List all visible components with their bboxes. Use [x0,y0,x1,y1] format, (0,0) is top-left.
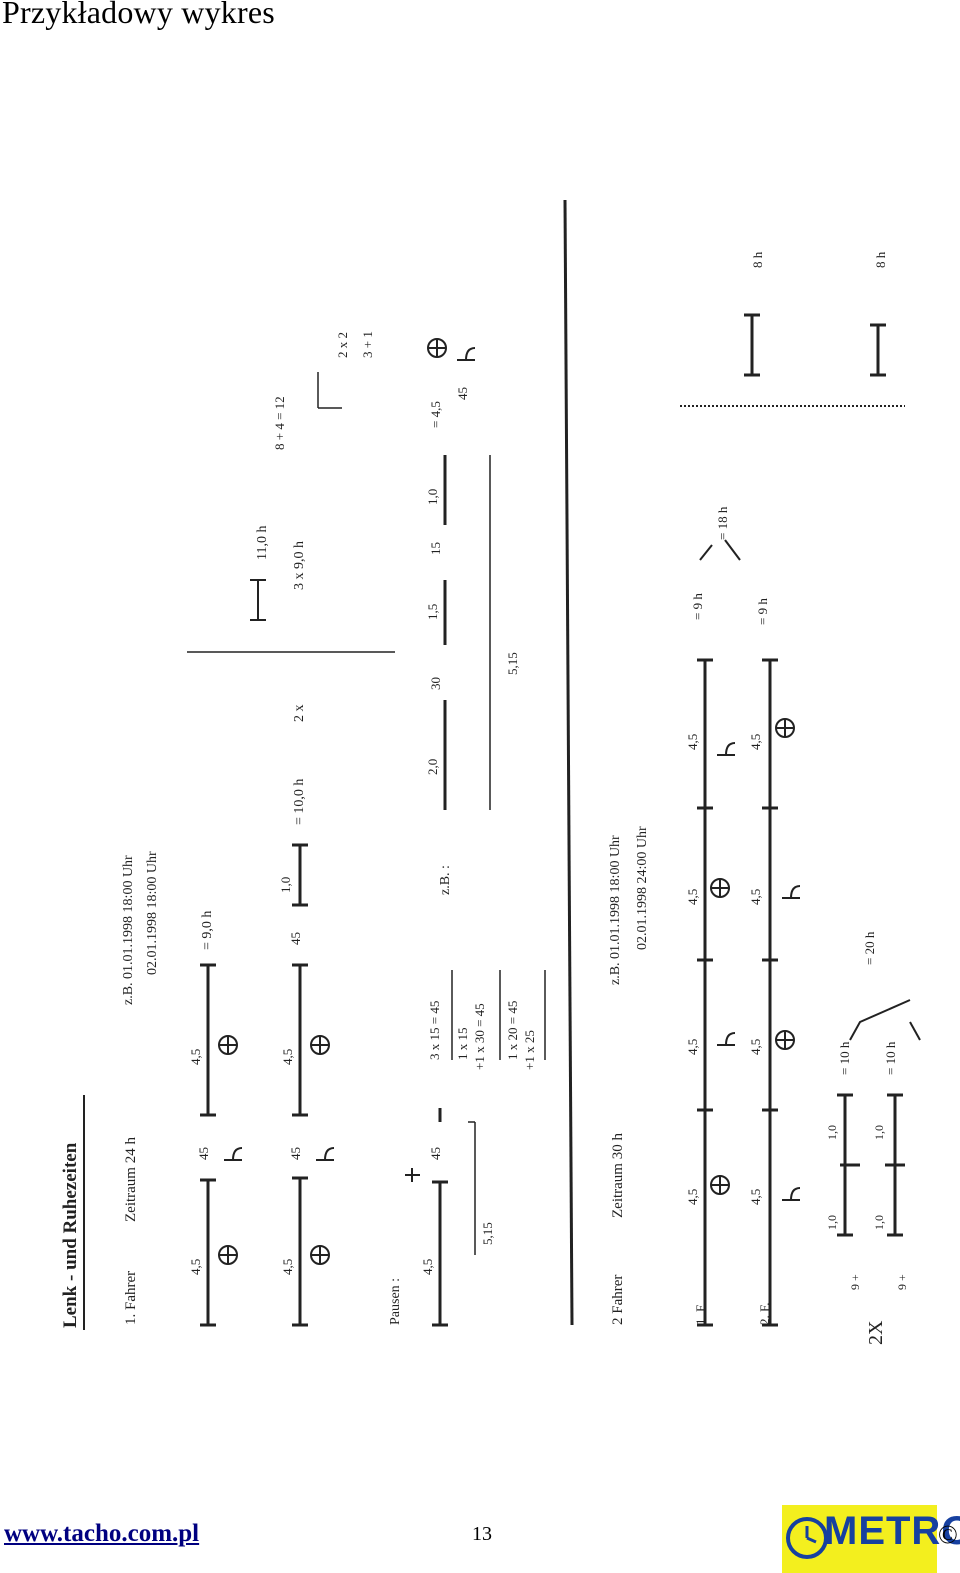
pausen-b2: 45 [428,1147,443,1160]
side-t5: 3 + 1 [360,331,375,358]
pausen-calc3: +1 x 30 = 45 [472,1003,487,1070]
f2-v3: 4,5 [685,888,700,905]
footer-website-link[interactable]: www.tacho.com.pl [4,1520,200,1547]
f1-row1-b1: 4,5 [188,1258,203,1275]
side-t1: 11,0 h [255,525,270,560]
fahrer1-zb1: z.B. 01.01.1998 18:00 Uhr [121,855,136,1005]
pausen-label: Pausen : [388,1277,403,1325]
f2-r2: = 10 h [883,1041,898,1075]
f2-eight1: 8 h [750,251,765,268]
f2-v7: 4,5 [748,888,763,905]
f1-row2-b3: 4,5 [280,1048,295,1065]
pausen-eq: = 4,5 [428,401,443,428]
pausen-calc1: 3 x 15 = 45 [427,1000,442,1060]
f2-res1: = 9 h [690,593,705,620]
fahrer2-zeitraum: Zeitraum 30 h [610,1133,626,1218]
f2-v6: 4,5 [748,1038,763,1055]
f2-n2: 9 + [895,1274,909,1290]
f2-v4: 4,5 [685,733,700,750]
pausen-calc5: +1 x 25 [522,1030,537,1070]
pausen-calc4: 1 x 20 = 45 [505,1000,520,1060]
f2-res3: = 18 h [715,506,730,540]
pausen-eq2: 45 [455,387,470,400]
fahrer2-f2: 2. F. [757,1302,772,1325]
pausen-s2: 30 [428,677,443,690]
pausen-s3: 1,5 [425,603,440,620]
fahrer1-zeitraum: Zeitraum 24 h [123,1137,139,1222]
f2-n3: 2X [865,1320,887,1345]
f1-row2-b2: 45 [288,1147,303,1160]
f1-row2-b4: 45 [288,932,303,945]
side-t3: 8 + 4 = 12 [272,396,287,450]
pausen-sum: 5,15 [480,1222,495,1245]
copyright-symbol: © [938,1520,958,1549]
f2-r1: = 10 h [837,1041,852,1075]
pausen-sum2: 5,15 [505,652,520,675]
f2-b3: 1,0 [872,1215,886,1230]
pausen-s1: 2,0 [425,758,440,775]
f1-row1-total: = 9,0 h [200,910,215,950]
fahrer2-zb1: z.B. 01.01.1998 18:00 Uhr [608,835,623,985]
pausen-zb: z.B. : [438,865,453,895]
f1-row1-b3: 4,5 [188,1048,203,1065]
side-t4: 2 x 2 [335,332,350,358]
fahrer1-label: 1. Fahrer [123,1270,139,1325]
f2-b2: 1,0 [825,1125,839,1140]
page-number: 13 [472,1523,492,1545]
pausen-calc2: 1 x 15 [455,1027,470,1061]
doc-heading: Lenk - und Ruhezeiten [60,1142,81,1328]
f2-res2: = 9 h [755,598,770,625]
fahrer2-label: 2 Fahrer [610,1274,626,1325]
f2-r3: = 20 h [862,931,877,965]
f1-row1-b2: 45 [196,1147,211,1160]
f2-b1: 1,0 [825,1215,839,1230]
fahrer2-f1: 1. F. [693,1302,708,1325]
logo-text: METRO [824,1509,960,1553]
fahrer1-zb2: 02.01.1998 18:00 Uhr [145,851,160,975]
f1-row2-b5: 1,0 [278,876,293,893]
side-t2: 3 x 9,0 h [292,541,307,590]
pausen-s4: 15 [428,542,443,555]
f1-row2-mult: 2 x [292,704,307,723]
f2-v5: 4,5 [748,1188,763,1205]
f2-b4: 1,0 [872,1125,886,1140]
f2-n1: 9 + [848,1274,862,1290]
fahrer2-zb2: 02.01.1998 24:00 Uhr [635,826,650,950]
pausen-b1: 4,5 [420,1258,435,1275]
f2-v2: 4,5 [685,1038,700,1055]
f2-v8: 4,5 [748,733,763,750]
pausen-s5: 1,0 [425,488,440,505]
f2-eight2: 8 h [873,251,888,268]
f2-v1: 4,5 [685,1188,700,1205]
f1-row2-total: = 10,0 h [292,778,307,825]
f1-row2-b1: 4,5 [280,1258,295,1275]
metro-logo: METRO [782,1505,960,1573]
page-title: Przykładowy wykres [2,0,275,30]
